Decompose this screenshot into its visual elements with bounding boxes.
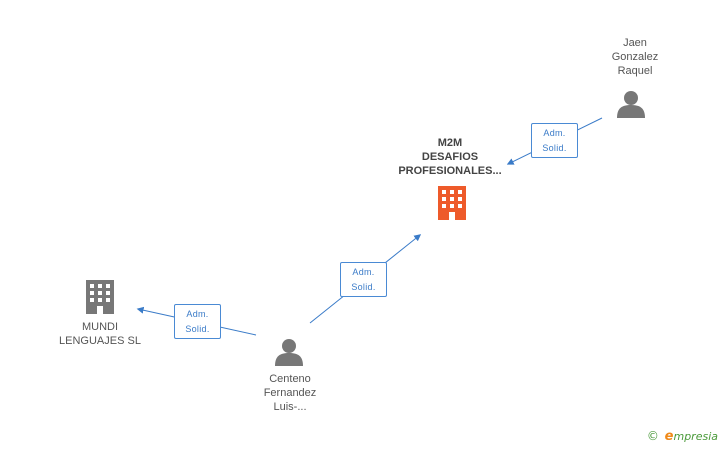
role-label: Solid. — [542, 143, 567, 153]
brand-initial: e — [664, 429, 674, 444]
role-badge-jaen-m2m[interactable]: Adm. Solid. — [531, 123, 578, 158]
node-label-line: Jaen — [623, 37, 647, 49]
node-label-line: DESAFIOS — [421, 151, 479, 163]
role-label: Solid. — [185, 324, 210, 334]
role-badge-centeno-m2m[interactable]: Adm. Solid. — [340, 262, 387, 297]
role-badge-centeno-mundi[interactable]: Adm. Solid. — [174, 304, 221, 339]
role-label: Adm. — [352, 267, 375, 277]
brand-name: mpresia — [673, 430, 718, 443]
role-label: Adm. — [543, 128, 566, 138]
node-label-line: Luis-... — [273, 401, 307, 413]
copyright-symbol: © — [646, 429, 659, 443]
building-icon[interactable] — [86, 280, 114, 314]
node-m2m[interactable]: M2M DESAFIOS PROFESIONALES... — [380, 136, 520, 178]
role-label: Adm. — [186, 309, 209, 319]
node-label-line: Centeno — [269, 373, 311, 385]
node-label-line: LENGUAJES SL — [59, 335, 141, 347]
empresia-watermark: © empresia — [647, 429, 718, 444]
node-label-line: PROFESIONALES... — [398, 165, 502, 177]
node-mundi[interactable]: MUNDI LENGUAJES SL — [50, 320, 150, 348]
node-label-line: M2M — [437, 137, 463, 149]
person-icon[interactable] — [275, 339, 303, 366]
node-jaen[interactable]: Jaen Gonzalez Raquel — [590, 36, 680, 78]
node-label-line: MUNDI — [81, 321, 119, 333]
node-label-line: Gonzalez — [611, 51, 659, 63]
node-label-line: Raquel — [617, 65, 653, 77]
node-label-line: Fernandez — [263, 387, 317, 399]
building-icon[interactable] — [438, 186, 466, 220]
role-label: Solid. — [351, 282, 376, 292]
node-centeno[interactable]: Centeno Fernandez Luis-... — [240, 372, 340, 414]
person-icon[interactable] — [617, 91, 645, 118]
